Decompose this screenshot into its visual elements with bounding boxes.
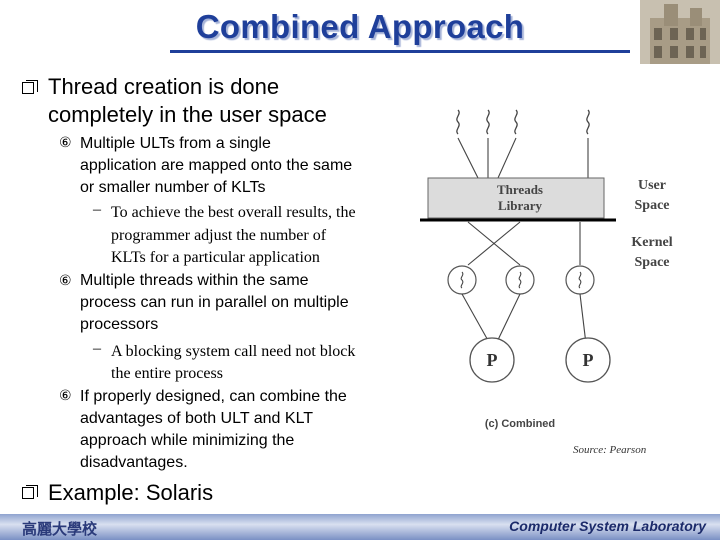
sub-sub-bullet-line: To achieve the best overall results, the	[111, 204, 356, 221]
slide-title: Combined Approach	[195, 8, 525, 45]
sub-bullet-line: Multiple threads within the same	[80, 272, 309, 289]
sub-sub-bullet-line: the entire process	[111, 365, 223, 382]
combined-threading-diagram: Threads Library User Space Kernel Space …	[420, 109, 673, 430]
threads-library-label-line: Library	[498, 198, 543, 213]
university-building-logo	[640, 0, 720, 64]
sub-bullet-line: process can run in parallel on multiple	[80, 294, 349, 311]
user-thread-squiggle	[486, 109, 490, 135]
footer-university-name: 高麗大學校	[22, 522, 98, 538]
sub-sub-bullet-line: A blocking system call need not block	[111, 343, 356, 360]
sub-bullet-line: If properly designed, can combine the	[80, 388, 347, 405]
sub-bullet-line: processors	[80, 316, 159, 333]
kernel-space-label-line: Kernel	[631, 235, 672, 250]
diagram-caption: (c) Combined	[485, 418, 555, 430]
dash-marker: –	[93, 340, 101, 357]
sub-bullet-marker-icon: ⑥	[59, 273, 72, 289]
sub-sub-bullet-line: programmer adjust the number of	[111, 227, 327, 244]
user-thread-squiggle	[514, 109, 518, 135]
processor-label: P	[583, 350, 594, 370]
sub-bullet-line: disadvantages.	[80, 454, 188, 471]
checkbox-bullet-icon	[22, 80, 38, 94]
bullet-text-line: Example: Solaris	[48, 480, 214, 505]
footer-band	[0, 514, 720, 540]
user-thread-squiggle	[586, 109, 590, 135]
processor-circle	[565, 337, 611, 383]
user-space-label-line: User	[638, 178, 666, 193]
sub-sub-bullet-line: KLTs for a particular application	[111, 249, 320, 266]
checkbox-bullet-icon	[22, 485, 38, 499]
dash-marker: –	[93, 201, 101, 218]
sub-bullet-line: or smaller number of KLTs	[80, 179, 266, 196]
sub-bullet-line: application are mapped onto the same	[80, 157, 353, 174]
sub-bullet-marker-icon: ⑥	[59, 388, 72, 404]
sub-bullet-line: approach while minimizing the	[80, 432, 295, 449]
sub-bullet-line: advantages of both ULT and KLT	[80, 410, 314, 427]
source-credit: Source: Pearson	[573, 444, 647, 456]
sub-bullet-line: Multiple ULTs from a single	[80, 135, 271, 152]
user-space-label-line: Space	[635, 198, 670, 213]
footer-lab-name: Computer System Laboratory	[509, 518, 706, 534]
kernel-space-label-line: Space	[635, 255, 670, 270]
bullet-text-line: completely in the user space	[48, 102, 327, 127]
bullet-text-line: Thread creation is done	[48, 74, 280, 99]
processor-label: P	[487, 350, 498, 370]
sub-bullet-marker-icon: ⑥	[59, 135, 72, 151]
threads-library-label-line: Threads	[497, 182, 543, 197]
user-thread-squiggle	[456, 109, 460, 135]
title-underline	[170, 50, 630, 53]
processor-circle	[469, 337, 515, 383]
